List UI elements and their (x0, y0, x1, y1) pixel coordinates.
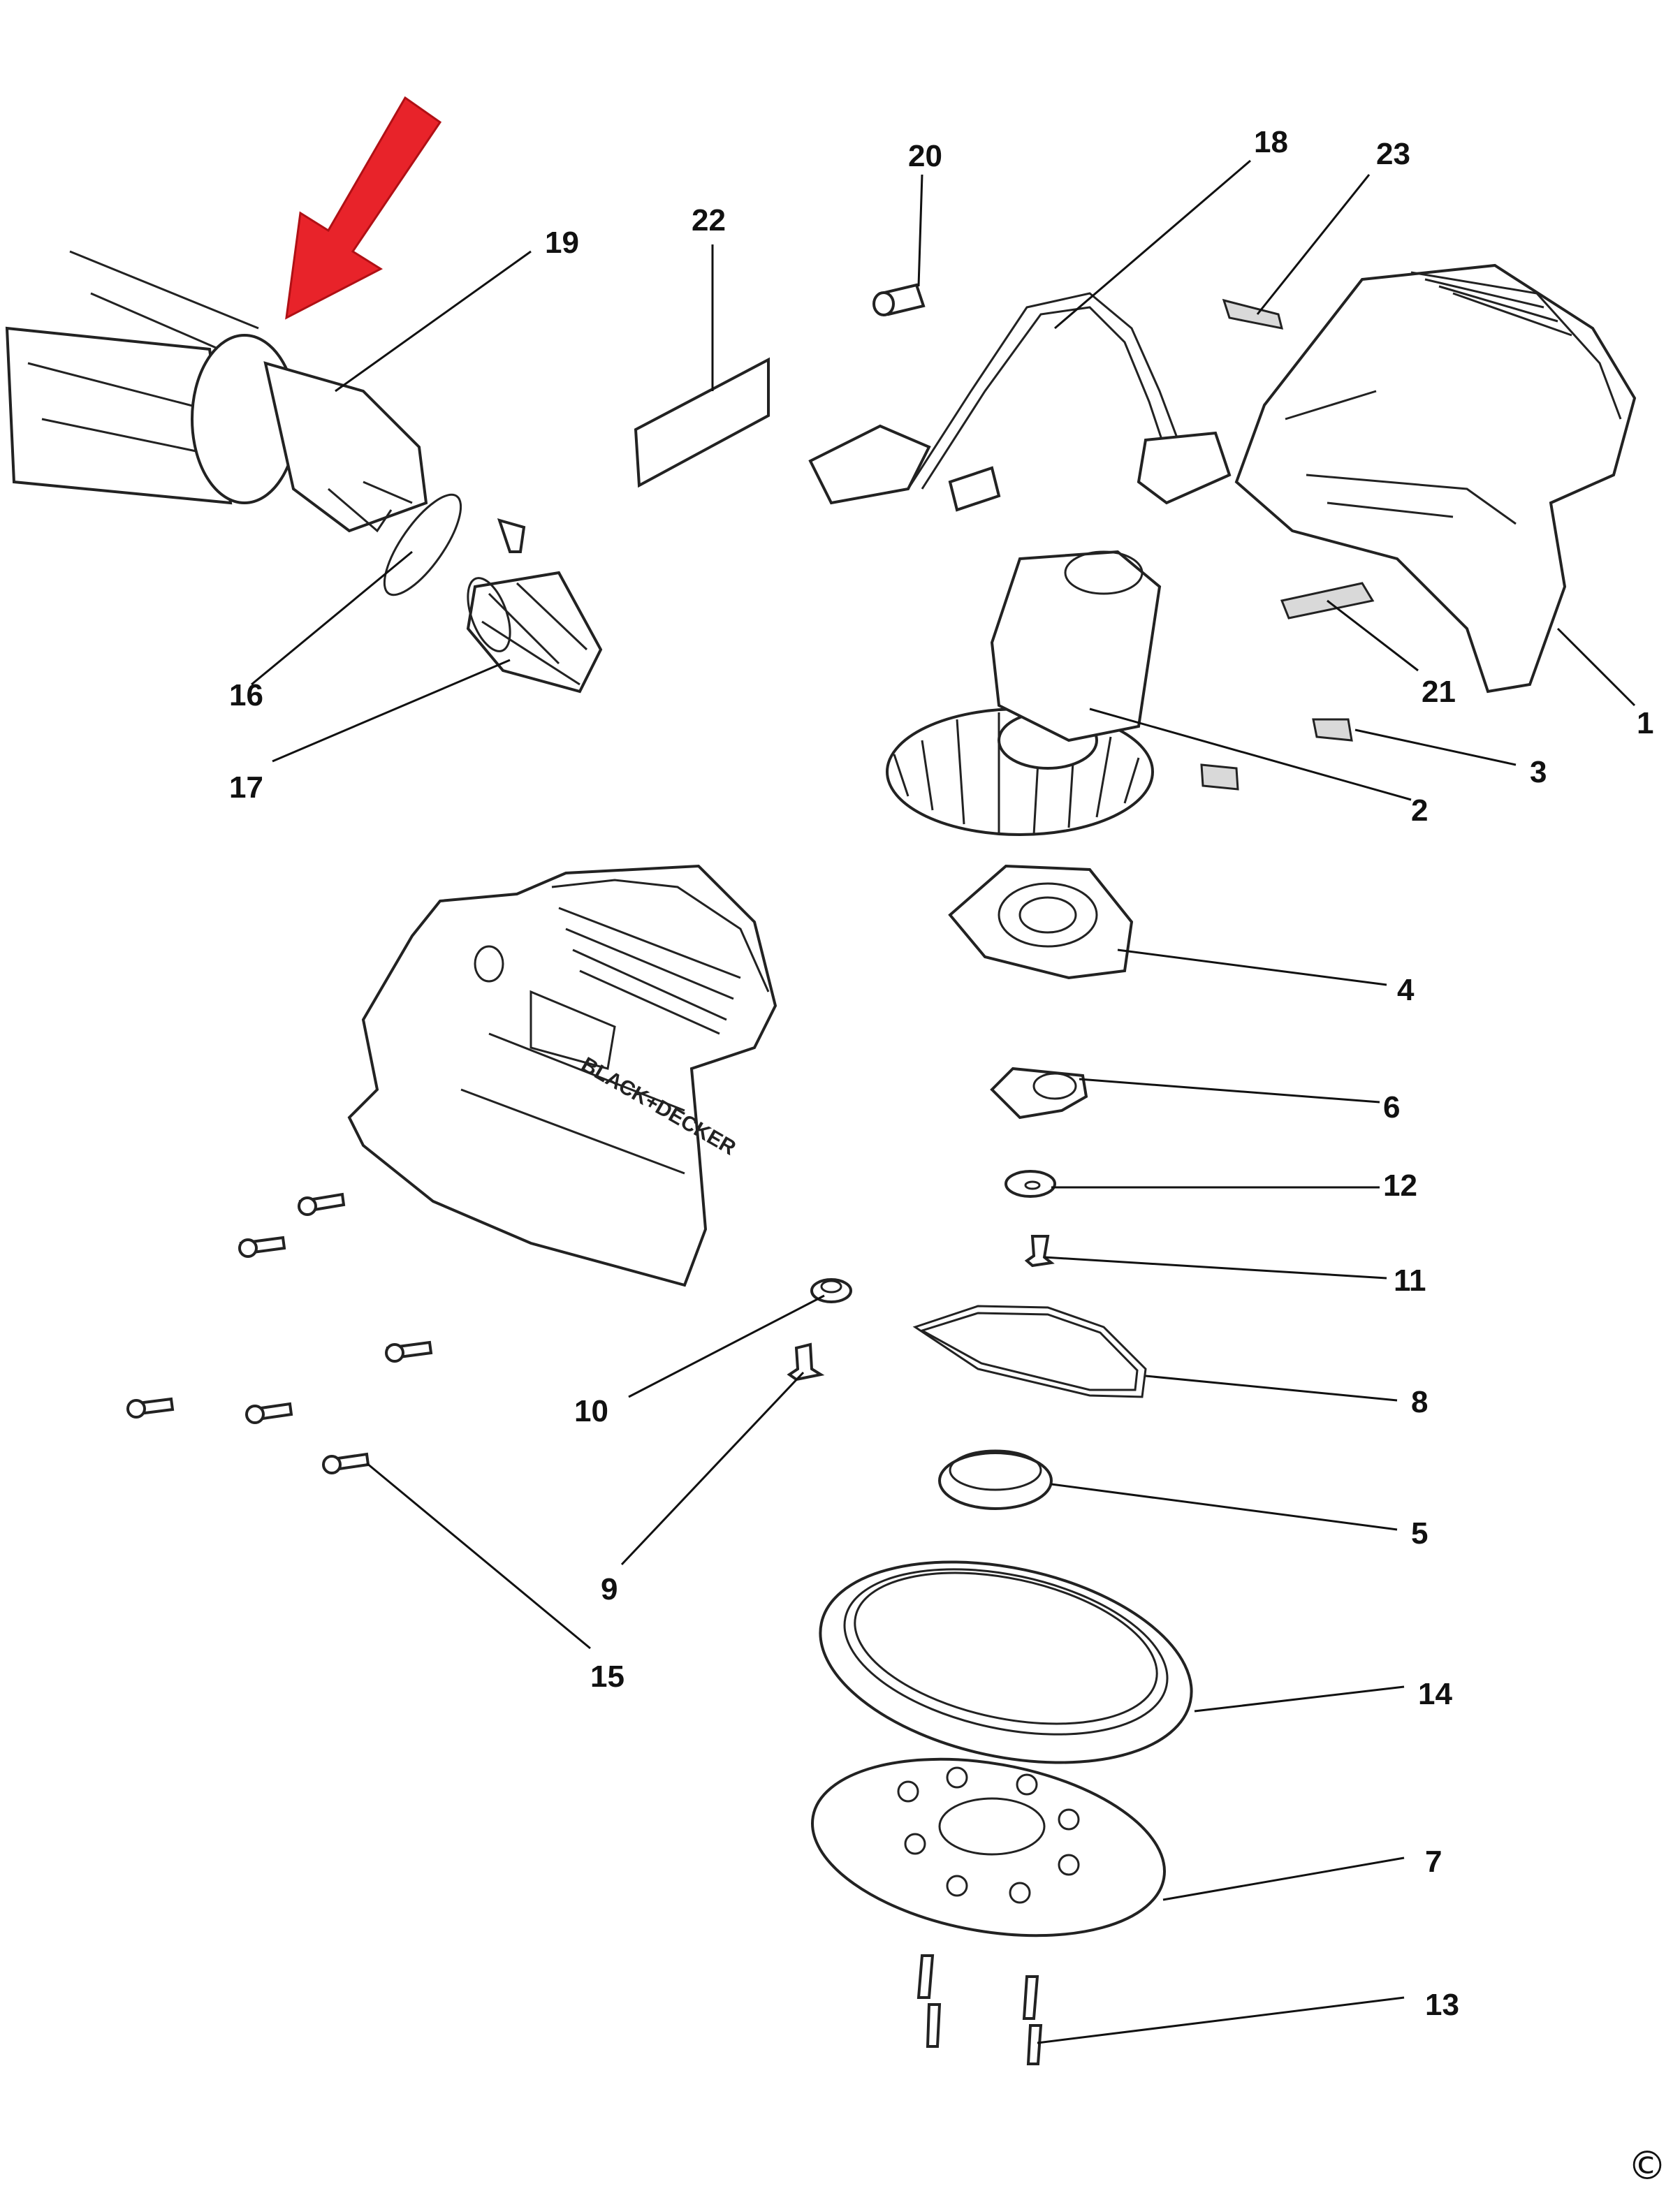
part-12-washer[interactable] (1005, 1170, 1056, 1198)
callout-5: 5 (1411, 1516, 1428, 1551)
copyright-symbol: © (1628, 2144, 1667, 2189)
callout-17: 17 (229, 770, 263, 805)
callout-23: 23 (1376, 137, 1410, 171)
part-16-o-ring[interactable] (372, 484, 474, 606)
main-body-housing[interactable]: BLACK+DECKER (347, 864, 777, 1287)
part-18-wiring-harness[interactable] (808, 292, 1232, 512)
callout-6: 6 (1383, 1090, 1400, 1124)
callout-9: 9 (601, 1572, 618, 1606)
part-2-motor-fan[interactable] (886, 550, 1162, 836)
screw-small-17[interactable] (497, 518, 526, 553)
callout-10: 10 (574, 1394, 608, 1428)
callout-21: 21 (1422, 675, 1456, 709)
callout-14: 14 (1418, 1677, 1452, 1711)
callout-20: 20 (908, 139, 942, 173)
highlight-arrow (285, 96, 442, 320)
part-5-ring[interactable] (938, 1449, 1053, 1510)
callout-4: 4 (1397, 973, 1415, 1007)
part-11-screw[interactable] (1024, 1235, 1055, 1268)
part-20-bushing[interactable] (872, 283, 926, 316)
callout-8: 8 (1411, 1385, 1428, 1419)
callout-1: 1 (1637, 706, 1653, 740)
callout-15: 15 (590, 1660, 624, 1694)
part-22-label[interactable] (634, 357, 770, 488)
callout-11: 11 (1394, 1263, 1426, 1298)
callout-19: 19 (545, 226, 579, 260)
callout-16: 16 (229, 678, 263, 712)
part-7-backing-pad[interactable] (798, 1734, 1178, 1961)
callout-18: 18 (1254, 125, 1288, 159)
part-14-skirt[interactable] (802, 1531, 1210, 1794)
callout-2: 2 (1411, 793, 1428, 828)
callout-22: 22 (692, 203, 726, 237)
part-17-filter[interactable] (460, 571, 603, 694)
callout-13: 13 (1425, 1988, 1459, 2022)
callout-12: 12 (1383, 1168, 1417, 1203)
callout-7: 7 (1425, 1845, 1442, 1879)
part-1-housing[interactable] (1234, 263, 1637, 694)
part-19-dust-adaptor[interactable] (5, 250, 428, 533)
part-4-bearing-holder[interactable] (948, 864, 1134, 980)
part-6-counterweight[interactable] (990, 1067, 1088, 1120)
part-23-pad[interactable] (1222, 298, 1284, 330)
part-15-screws[interactable] (126, 1192, 433, 1474)
leader-lines (251, 159, 1636, 2044)
callout-labels: 19 22 20 18 23 16 17 1 21 3 2 4 6 12 11 … (229, 125, 1653, 2022)
part-9-screw[interactable] (787, 1342, 825, 1382)
part-3-pad[interactable] (1200, 718, 1353, 791)
part-8-gasket[interactable] (912, 1305, 1147, 1398)
part-13-screws[interactable] (916, 1954, 1043, 2065)
callout-3: 3 (1530, 755, 1547, 789)
